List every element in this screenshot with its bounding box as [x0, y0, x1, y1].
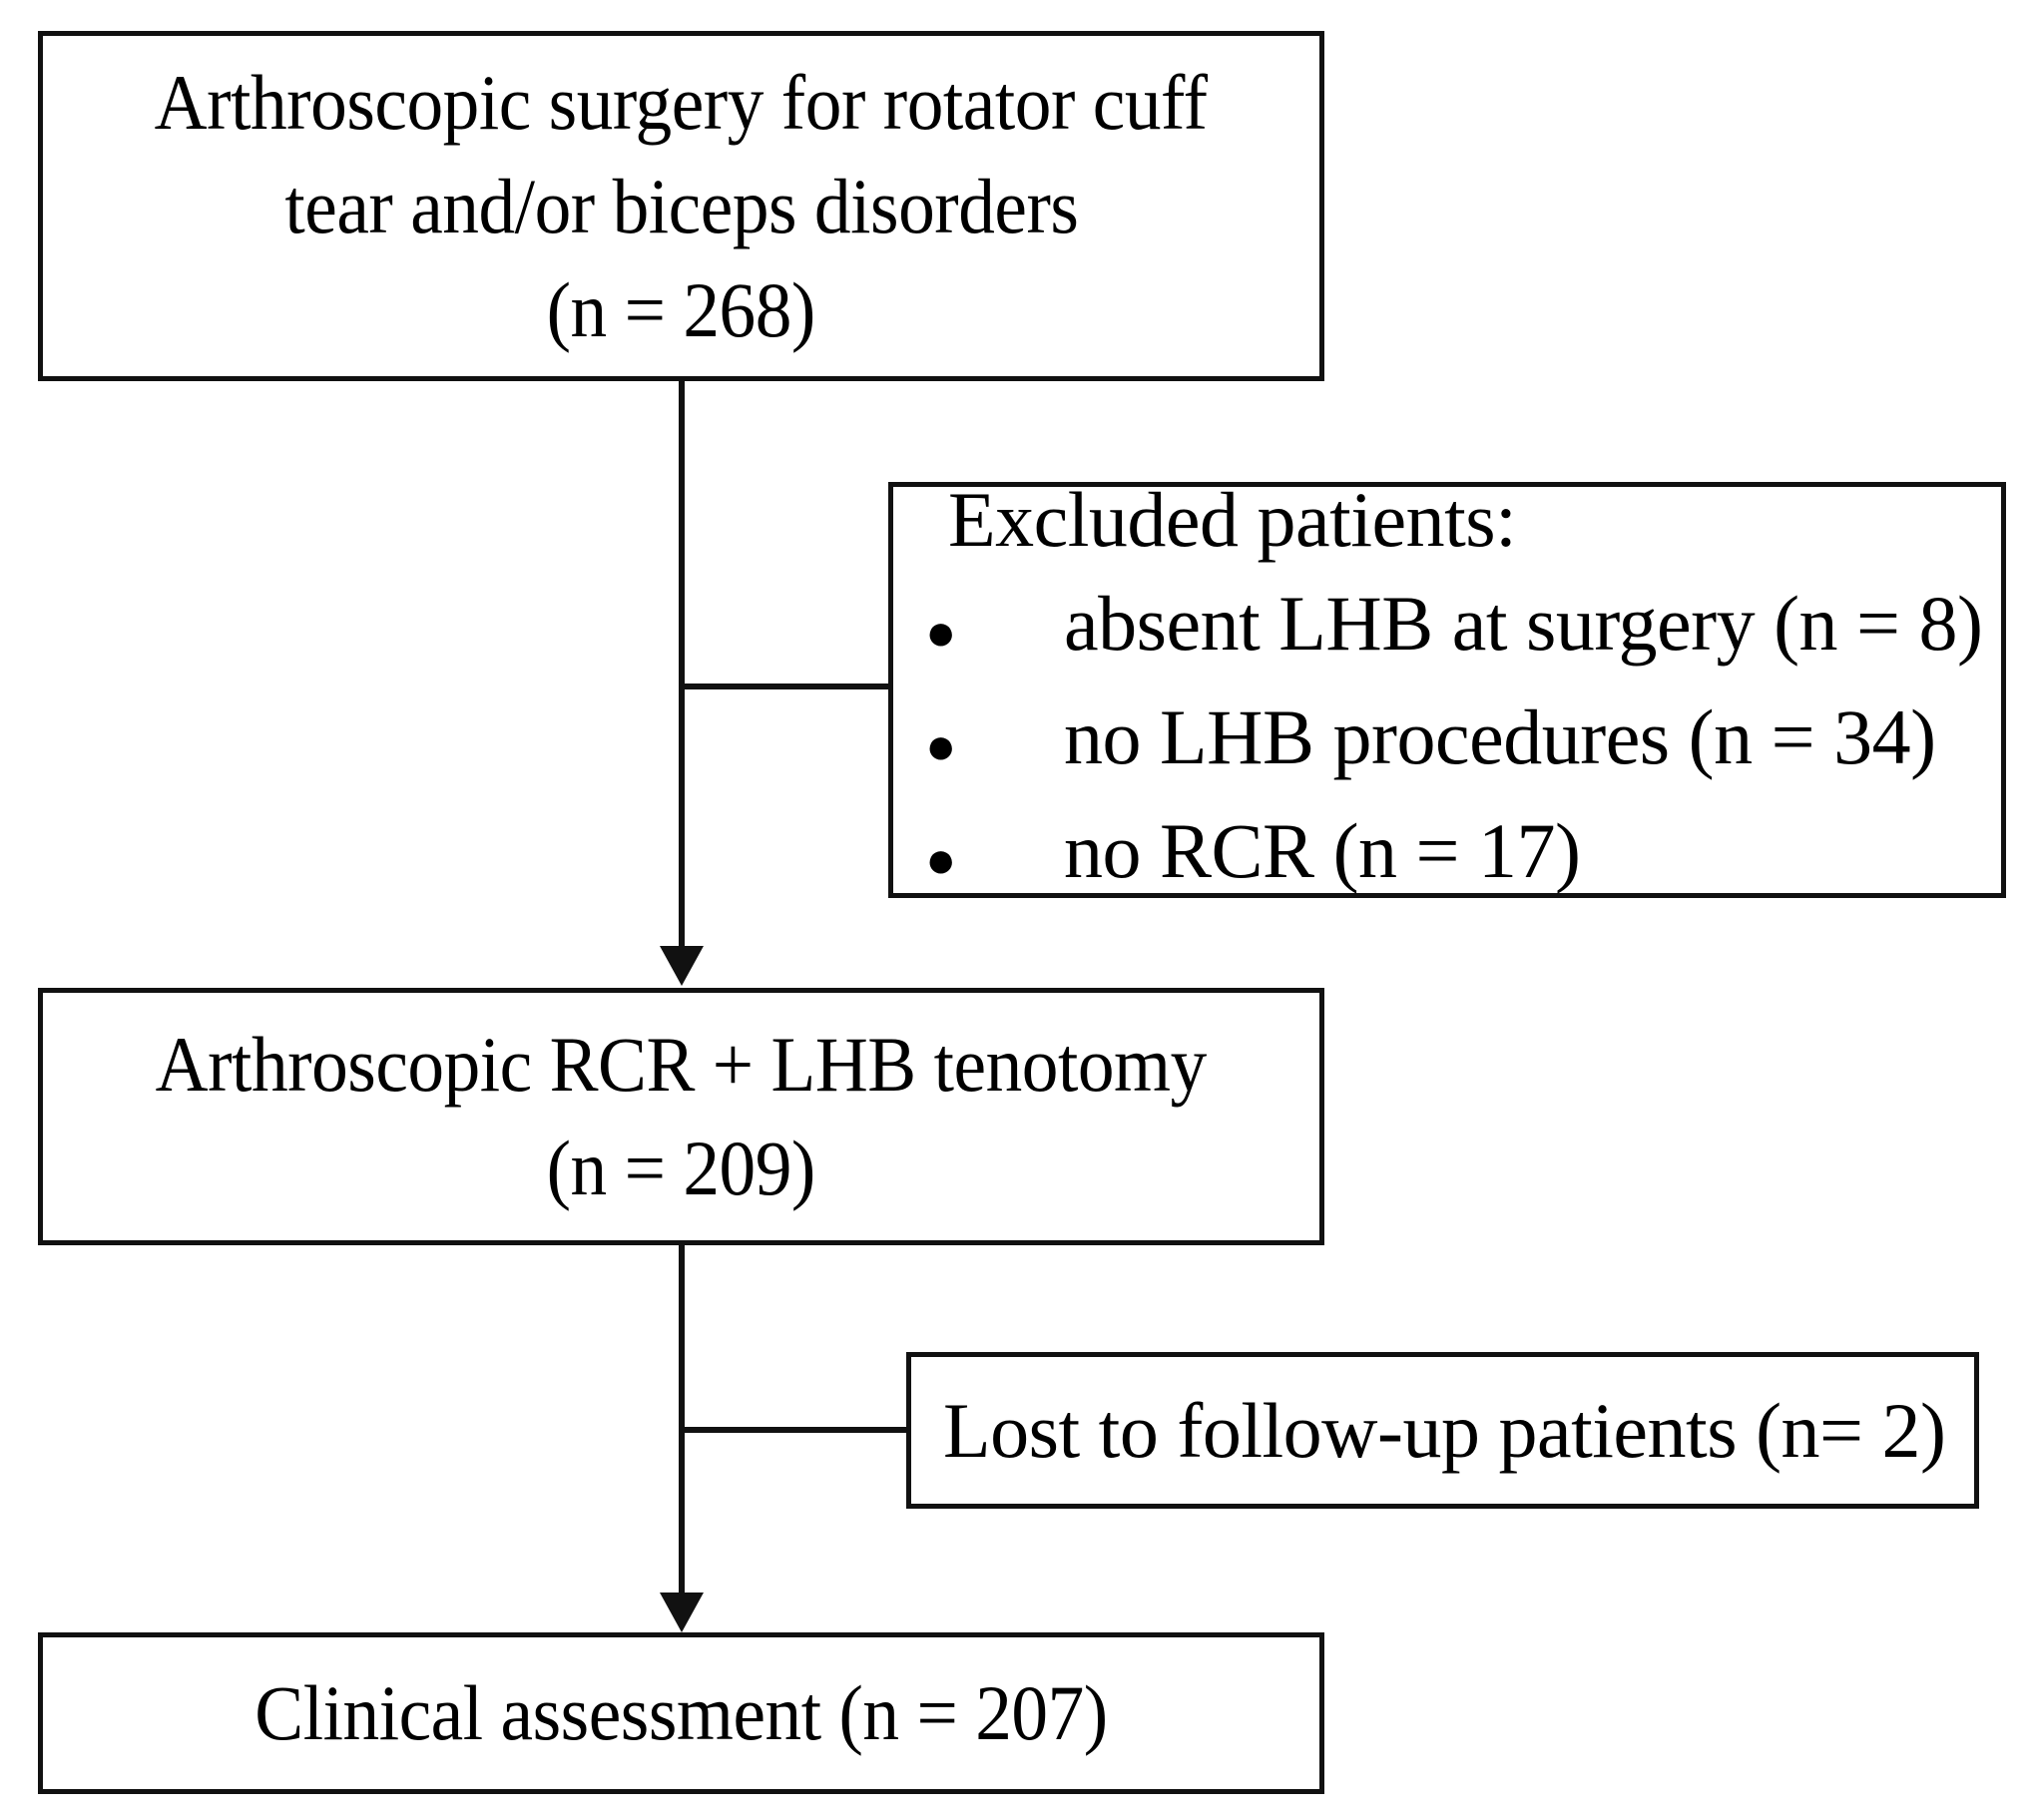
- enrollment-line-3: (n = 268): [546, 265, 816, 353]
- bullet-icon: ●: [925, 831, 957, 889]
- excluded-title: Excluded patients:: [948, 475, 1517, 563]
- excluded-item-1-label: absent LHB at surgery (n = 8): [1064, 579, 1983, 667]
- bullet-icon: ●: [925, 717, 957, 775]
- arrowhead-to-assessed: [660, 1592, 704, 1632]
- excluded-item-3-label: no RCR (n = 17): [1064, 806, 1581, 894]
- excluded-item-2: ● no LHB procedures (n = 34): [919, 685, 2001, 799]
- arrowhead-to-included: [660, 946, 704, 986]
- node-excluded: Excluded patients: ● absent LHB at surge…: [888, 476, 2006, 898]
- enrollment-line-1: Arthroscopic surgery for rotator cuff: [155, 58, 1208, 146]
- node-lost-to-followup: Lost to follow-up patients (n= 2): [906, 1352, 1979, 1509]
- excluded-item-1: ● absent LHB at surgery (n = 8): [919, 572, 2001, 685]
- clinical-assessment-label: Clinical assessment (n = 207): [254, 1669, 1108, 1756]
- node-included: Arthroscopic RCR + LHB tenotomy (n = 209…: [38, 988, 1324, 1245]
- connector-branch-lost: [679, 1427, 909, 1433]
- included-line-2: (n = 209): [546, 1125, 816, 1211]
- enrollment-line-2: tear and/or biceps disorders: [283, 162, 1079, 249]
- lost-to-followup-label: Lost to follow-up patients (n= 2): [943, 1386, 1946, 1474]
- included-line-1: Arthroscopic RCR + LHB tenotomy: [155, 1021, 1208, 1108]
- connector-branch-excluded: [679, 683, 891, 689]
- node-enrollment: Arthroscopic surgery for rotator cuff te…: [38, 31, 1324, 381]
- node-clinical-assessment: Clinical assessment (n = 207): [38, 1632, 1324, 1794]
- connector-enrollment-to-included: [679, 381, 685, 946]
- bullet-icon: ●: [925, 604, 957, 662]
- excluded-item-2-label: no LHB procedures (n = 34): [1064, 692, 1936, 780]
- connector-included-to-assessed: [679, 1245, 685, 1592]
- excluded-item-3: ● no RCR (n = 17): [919, 799, 2001, 913]
